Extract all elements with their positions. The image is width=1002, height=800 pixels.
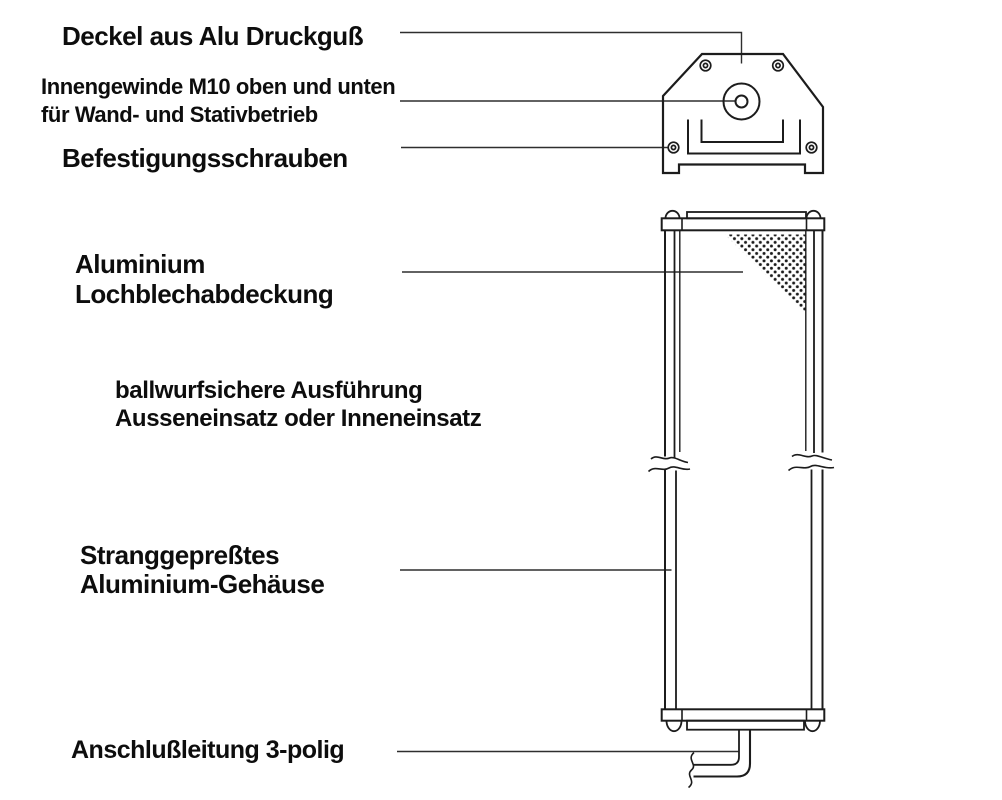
bottom-plate-strip <box>686 719 805 731</box>
cap-bracket-outer <box>687 119 801 155</box>
perforated-sheet-area <box>725 234 806 315</box>
cap-screw-top-left <box>699 59 712 72</box>
cap-drawing <box>661 52 825 175</box>
label-befestigungsschrauben-text: Befestigungsschrauben <box>62 143 348 173</box>
column-top-end <box>660 209 826 232</box>
label-deckel-text: Deckel aus Alu Druckguß <box>62 21 364 51</box>
cap-screw-bottom-right <box>805 141 818 154</box>
side-rails-lower <box>664 469 824 710</box>
cap-screw-top-right <box>771 59 785 72</box>
break-symbol-right <box>787 453 835 472</box>
label-innengewinde-line2: für Wand- und Stativbetrieb <box>41 102 318 127</box>
label-ballwurfsicher: ballwurfsichere Ausführung Ausseneinsatz… <box>115 377 482 433</box>
side-rails-upper <box>664 230 824 458</box>
cap-outline <box>661 52 825 175</box>
label-befestigungsschrauben: Befestigungsschrauben <box>62 143 348 174</box>
label-aluminium-gehaeuse: Stranggepreßtes Aluminium-Gehäuse <box>80 540 325 599</box>
cable-outer-edge <box>693 729 752 778</box>
label-lochblechabdeckung-line2: Lochblechabdeckung <box>75 279 334 309</box>
label-ballwurfsicher-line2: Ausseneinsatz oder Inneneinsatz <box>115 405 482 432</box>
top-bar <box>660 217 826 232</box>
label-anschlussleitung-text: Anschlußleitung 3-polig <box>71 736 345 764</box>
leader-deckel <box>400 31 743 64</box>
label-anschlussleitung: Anschlußleitung 3-polig <box>71 736 345 765</box>
cap-screw-bottom-left <box>667 141 680 154</box>
label-lochblechabdeckung: Aluminium Lochblechabdeckung <box>75 249 334 309</box>
bottom-bar <box>660 708 826 722</box>
connection-cable <box>687 729 752 789</box>
cable-break-squiggle <box>687 751 695 789</box>
column-bottom-end <box>660 708 826 733</box>
label-aluminium-gehaeuse-line2: Aluminium-Gehäuse <box>80 569 325 599</box>
cap-bracket-inner <box>700 119 784 143</box>
bottom-mount-dome-right <box>804 720 821 733</box>
column-drawing <box>647 209 835 789</box>
cap-thread-boss <box>722 82 761 121</box>
cable-inner-edge <box>693 729 740 766</box>
label-lochblechabdeckung-line1: Aluminium <box>75 249 205 279</box>
top-mount-dome-left <box>664 209 681 219</box>
top-mount-dome-right <box>805 209 822 219</box>
label-ballwurfsicher-line1: ballwurfsichere Ausführung <box>115 377 423 404</box>
label-innengewinde-line1: Innengewinde M10 oben und unten <box>41 74 396 99</box>
break-symbol-left <box>647 456 691 473</box>
label-innengewinde: Innengewinde M10 oben und unten für Wand… <box>41 73 396 129</box>
label-deckel: Deckel aus Alu Druckguß <box>62 21 364 52</box>
label-aluminium-gehaeuse-line1: Stranggepreßtes <box>80 540 280 570</box>
bottom-mount-dome-left <box>665 720 683 733</box>
